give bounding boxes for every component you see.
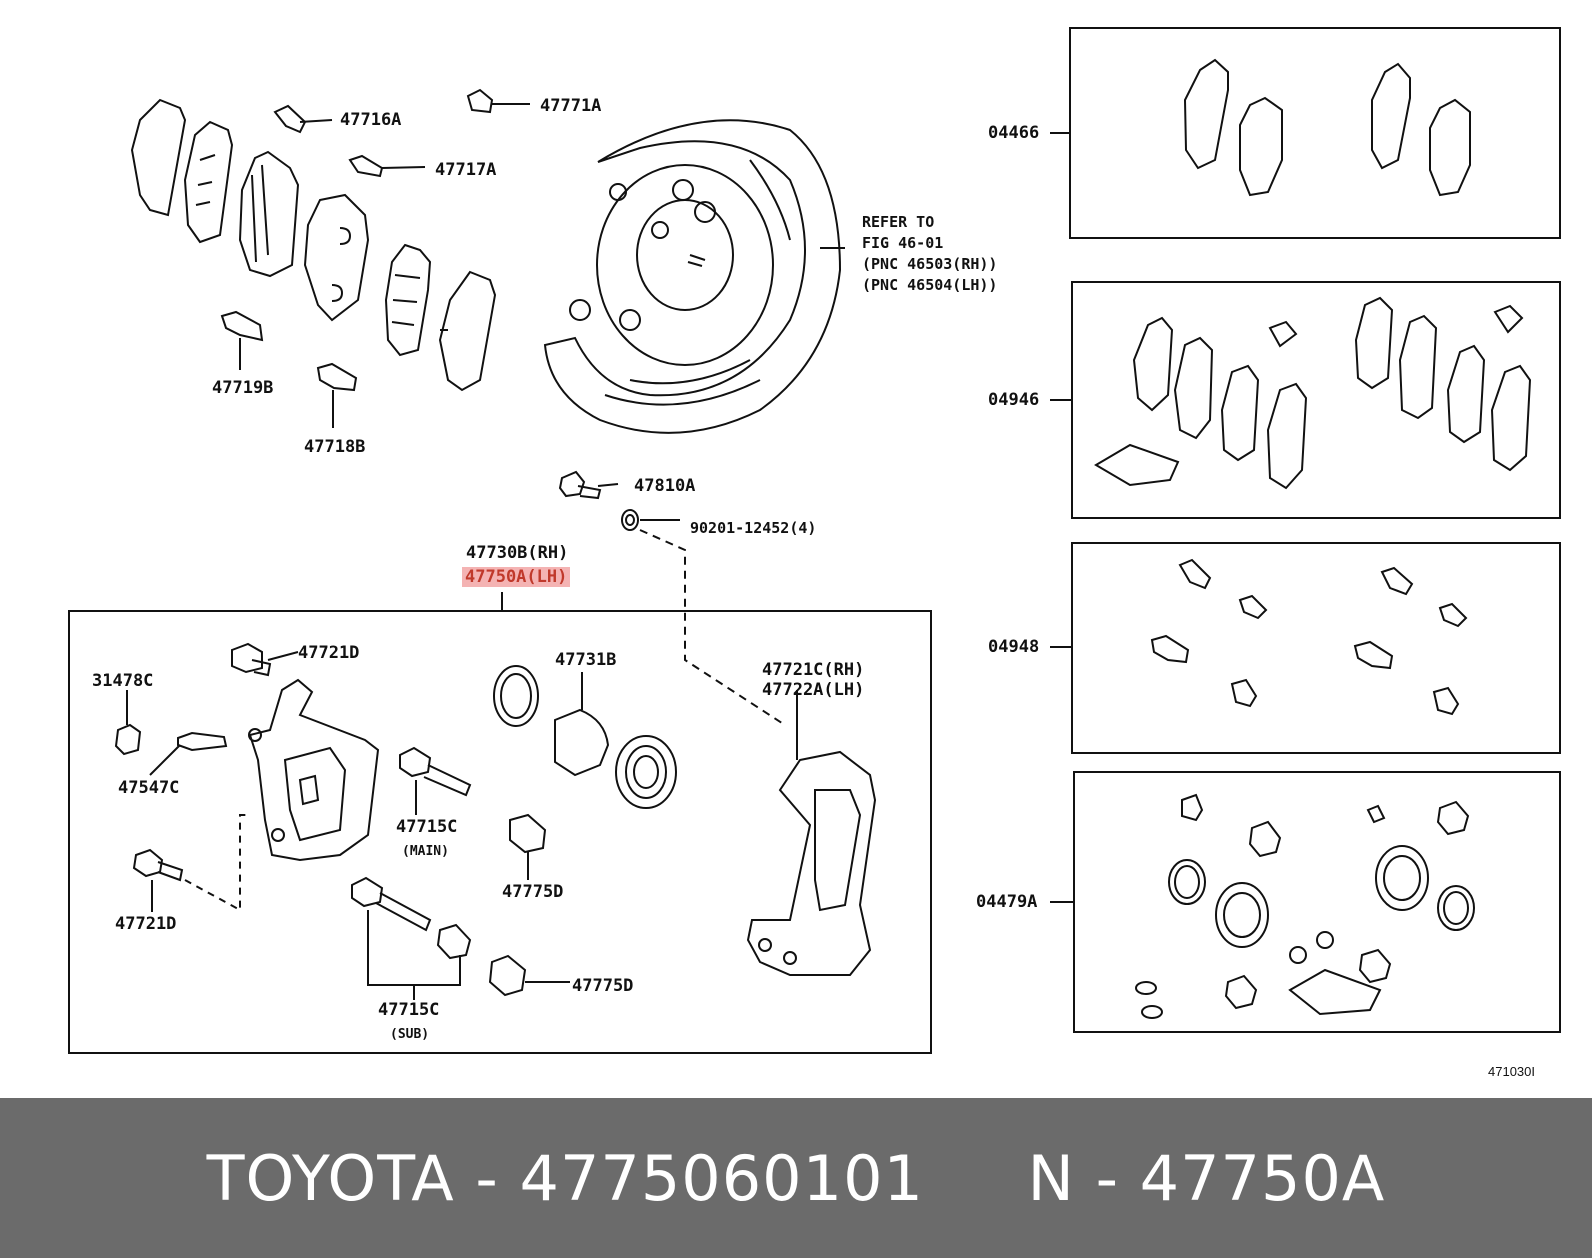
label-47721D-bottom: 47721D — [115, 914, 177, 934]
label-47730B: 47730B(RH) — [466, 543, 569, 563]
label-kit-04466: 04466 — [988, 123, 1040, 143]
label-47771A: 47771A — [540, 96, 602, 116]
caliper-assembly-frame — [68, 610, 932, 1054]
label-47775D-a: 47775D — [502, 882, 564, 902]
label-47715C-sub: 47715C — [378, 1000, 440, 1020]
label-main: (MAIN) — [402, 844, 449, 859]
bolts-top — [558, 470, 680, 531]
disc-brake-dust-cover — [543, 119, 845, 434]
label-47775D-b: 47775D — [572, 976, 634, 996]
label-47718B: 47718B — [304, 437, 366, 457]
brake-pads-upper-group — [130, 98, 497, 392]
kit-04479A-seals — [1135, 793, 1475, 1019]
label-kit-04948: 04948 — [988, 637, 1040, 657]
label-fig-ref: FIG 46-01 — [862, 234, 944, 252]
label-47750A-highlighted: 47750A(LH) — [462, 567, 571, 587]
figure-number: 471030I — [1488, 1064, 1535, 1079]
label-47719B: 47719B — [212, 378, 274, 398]
kit-box-04466 — [1069, 27, 1561, 239]
label-47721C: 47721C(RH) — [762, 660, 865, 680]
label-31478C: 31478C — [92, 671, 154, 691]
footer-part-text: TOYOTA - 4775060101 N - 47750A — [206, 1141, 1386, 1215]
part-number-footer: TOYOTA - 4775060101 N - 47750A — [0, 1098, 1592, 1258]
label-sub: (SUB) — [390, 1027, 430, 1042]
kit-04466-pads — [1183, 58, 1471, 197]
label-47547C: 47547C — [118, 778, 180, 798]
label-47810A: 47810A — [634, 476, 696, 496]
label-kit-04946: 04946 — [988, 390, 1040, 410]
label-pnc-lh: (PNC 46504(LH)) — [862, 276, 998, 294]
parts-diagram: 47716A 47771A 47717A REFER TO FIG 46-01 … — [68, 27, 1561, 1079]
label-47722A: 47722A(LH) — [762, 680, 865, 700]
kit-box-04948 — [1071, 542, 1561, 754]
diagram-drawing — [68, 27, 1561, 1054]
label-47716A: 47716A — [340, 110, 402, 130]
label-90201-12452: 90201-12452(4) — [690, 519, 817, 537]
label-refer-to: REFER TO — [862, 213, 935, 231]
label-pnc-rh: (PNC 46503(RH)) — [862, 255, 998, 273]
label-kit-04479A: 04479A — [976, 892, 1038, 912]
anti-squeal-clips — [220, 88, 530, 428]
kit-04946-parts — [1094, 296, 1532, 490]
label-47715C-main: 47715C — [396, 817, 458, 837]
caliper-parts — [114, 642, 877, 1000]
label-47731B: 47731B — [555, 650, 617, 670]
label-47717A: 47717A — [435, 160, 497, 180]
label-47721D-top: 47721D — [298, 643, 360, 663]
kit-04948-clips — [1150, 558, 1468, 716]
